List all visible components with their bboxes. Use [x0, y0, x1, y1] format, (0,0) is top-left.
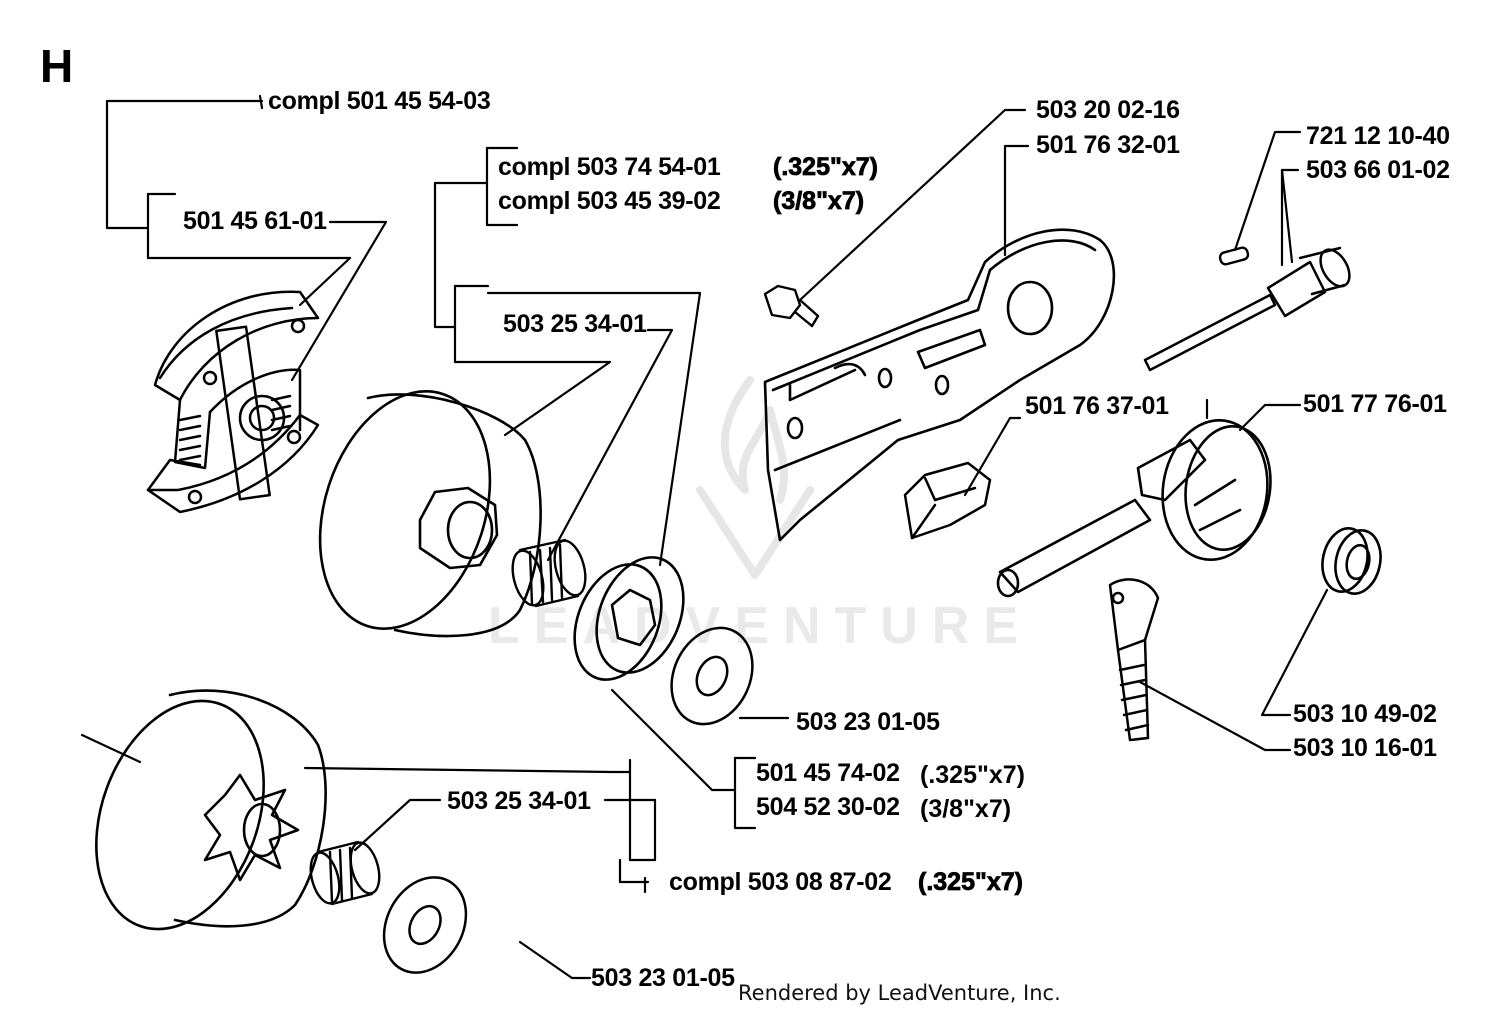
- label-rim-spec-1: (.325"x7): [920, 761, 1025, 789]
- label-rim-2: 504 52 30-02: [756, 793, 900, 821]
- label-drum-spec-lower: (.325"x7): [918, 868, 1024, 897]
- label-drum-compl-1: compl 503 74 54-01: [498, 153, 721, 181]
- label-drum-compl-2: compl 503 45 39-02: [498, 187, 721, 215]
- clutch-assembly: [146, 290, 320, 514]
- washer-lower: [382, 876, 468, 974]
- label-pin: 721 12 10-40: [1306, 122, 1450, 150]
- label-drum-spec-1: (.325"x7): [773, 153, 879, 182]
- washer-upper: [670, 626, 754, 726]
- leader-lines: [80, 94, 1329, 980]
- label-rim-spec-2: (3/8"x7): [920, 795, 1012, 823]
- clutch-drum-lower: [95, 689, 327, 931]
- footer-credit: Rendered by LeadVenture, Inc.: [738, 981, 1061, 1005]
- label-bolt: 503 20 02-16: [1036, 96, 1180, 124]
- needle-bearing-lower: [309, 840, 381, 906]
- shaft-part: [1143, 246, 1351, 372]
- clutch-drum-upper: [318, 390, 542, 638]
- needle-bearing-upper: [511, 538, 587, 608]
- label-rim-1: 501 45 74-02: [756, 759, 900, 787]
- label-worm: 503 10 16-01: [1293, 734, 1437, 762]
- label-clutch-complete: compl 501 45 54-03: [268, 87, 491, 115]
- label-pump: 501 77 76-01: [1303, 390, 1447, 418]
- seal-ring: [1321, 527, 1382, 595]
- chain-guide-part: [903, 461, 992, 540]
- oil-pump: [996, 419, 1272, 598]
- label-bearing-lower: 503 25 34-01: [447, 787, 591, 815]
- label-seal: 503 10 49-02: [1293, 700, 1437, 728]
- section-letter: H: [40, 40, 74, 92]
- label-clutch-shoe: 501 45 61-01: [183, 207, 327, 235]
- pin-part: [1218, 246, 1250, 266]
- bolt-part: [763, 284, 820, 328]
- label-guide: 501 76 37-01: [1025, 392, 1169, 420]
- label-shaft: 503 66 01-02: [1306, 156, 1450, 184]
- label-plate: 501 76 32-01: [1036, 131, 1180, 159]
- label-washer-lower: 503 23 01-05: [591, 964, 735, 992]
- label-drum-spec-2: (3/8"x7): [773, 187, 865, 216]
- label-bearing-upper: 503 25 34-01: [503, 310, 647, 338]
- worm-gear: [1108, 578, 1160, 742]
- rim-sprocket: [573, 556, 685, 681]
- label-drum-compl-lower: compl 503 08 87-02: [669, 868, 892, 896]
- watermark-logo: [696, 376, 814, 579]
- label-washer-upper: 503 23 01-05: [796, 708, 940, 736]
- chain-guide-plate: [763, 228, 1116, 542]
